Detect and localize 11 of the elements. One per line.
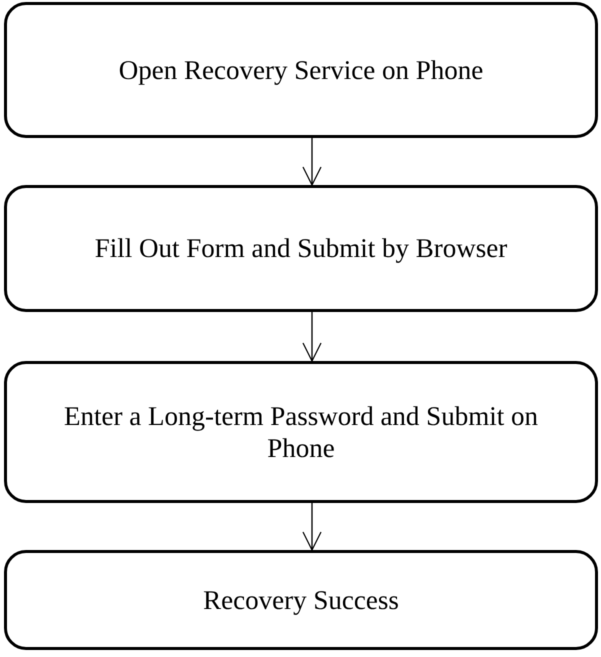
process-box bbox=[4, 2, 598, 138]
arrow bbox=[302, 312, 322, 362]
process-box bbox=[4, 361, 598, 503]
arrow bbox=[302, 503, 322, 551]
arrow bbox=[302, 138, 322, 186]
process-box bbox=[4, 185, 598, 312]
step-text: Recovery Success bbox=[203, 584, 399, 616]
step-text: Open Recovery Service on Phone bbox=[118, 54, 484, 86]
step-text: Enter a Long-term Password and Submit on Phone bbox=[63, 400, 539, 464]
step-text: Fill Out Form and Submit by Browser bbox=[94, 232, 508, 265]
process-box bbox=[4, 550, 598, 650]
